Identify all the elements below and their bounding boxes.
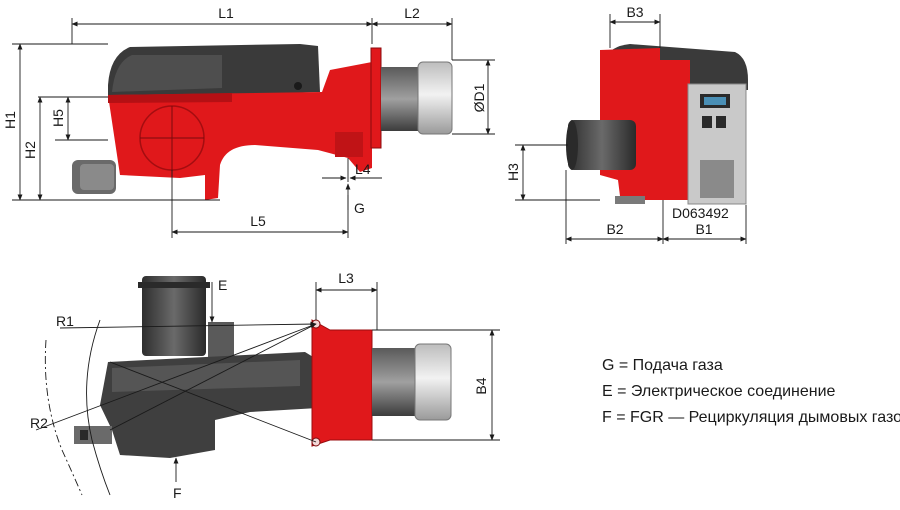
- label-L2: L2: [404, 5, 420, 21]
- top-blast-tube: [372, 348, 422, 416]
- top-view: [74, 276, 452, 458]
- label-H5: H5: [50, 109, 66, 127]
- label-E: E: [218, 277, 227, 293]
- top-fgr-connector: [74, 426, 112, 444]
- top-combustion-head: [414, 343, 452, 421]
- label-R2: R2: [30, 415, 48, 431]
- label-H1: H1: [2, 111, 18, 129]
- label-D1: ØD1: [471, 83, 487, 112]
- label-L5: L5: [250, 213, 266, 229]
- front-view-dimensions: [515, 14, 747, 244]
- side-view: [72, 44, 453, 200]
- front-view: [566, 44, 748, 205]
- label-B1: B1: [695, 221, 712, 237]
- top-motor: [142, 276, 206, 356]
- legend: G = Подача газа E = Электрическое соедин…: [602, 357, 900, 426]
- side-flange: [370, 47, 382, 149]
- legend-item-electric: E = Электрическое соединение: [602, 383, 836, 400]
- label-L1: L1: [218, 5, 234, 21]
- side-combustion-head: [417, 61, 453, 135]
- label-L4: L4: [355, 161, 371, 177]
- side-gas-valve: [335, 132, 363, 157]
- legend-item-gas: G = Подача газа: [602, 357, 723, 374]
- label-G: G: [354, 200, 365, 216]
- front-motor: [568, 120, 636, 170]
- top-view-dimensions: [35, 282, 500, 496]
- legend-item-fgr: F = FGR — Рециркуляция дымовых газов: [602, 409, 900, 426]
- side-view-dimensions: [12, 18, 495, 238]
- top-electric-box: [208, 322, 234, 357]
- drawing-code: D063492: [672, 205, 729, 221]
- label-B3: B3: [626, 4, 643, 20]
- label-B2: B2: [606, 221, 623, 237]
- label-H2: H2: [22, 141, 38, 159]
- label-L3: L3: [338, 270, 354, 286]
- label-R1: R1: [56, 313, 74, 329]
- label-H3: H3: [505, 163, 521, 181]
- top-red-housing: [311, 319, 373, 447]
- label-F: F: [173, 485, 182, 501]
- label-B4: B4: [473, 377, 489, 394]
